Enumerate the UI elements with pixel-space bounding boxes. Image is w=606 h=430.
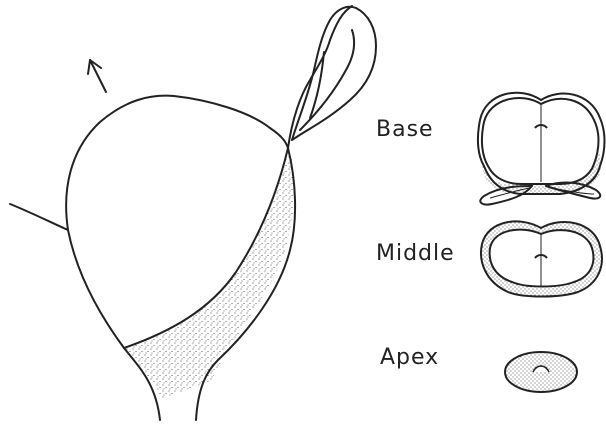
label-middle: Middle — [376, 241, 455, 266]
section-base — [478, 93, 605, 205]
label-apex: Apex — [380, 345, 439, 370]
stippled-crescent-region — [124, 148, 295, 400]
arrow-up-left-icon — [88, 60, 106, 92]
base-inner-outline — [482, 98, 599, 184]
left-branch-line — [10, 204, 68, 230]
section-middle — [481, 221, 602, 296]
sepal-leaf-structure — [288, 6, 376, 148]
organ-body-outline — [66, 96, 288, 348]
middle-inner-outline — [490, 230, 594, 287]
main-organ-drawing — [10, 6, 376, 420]
section-apex — [505, 352, 577, 392]
label-base: Base — [376, 117, 434, 142]
